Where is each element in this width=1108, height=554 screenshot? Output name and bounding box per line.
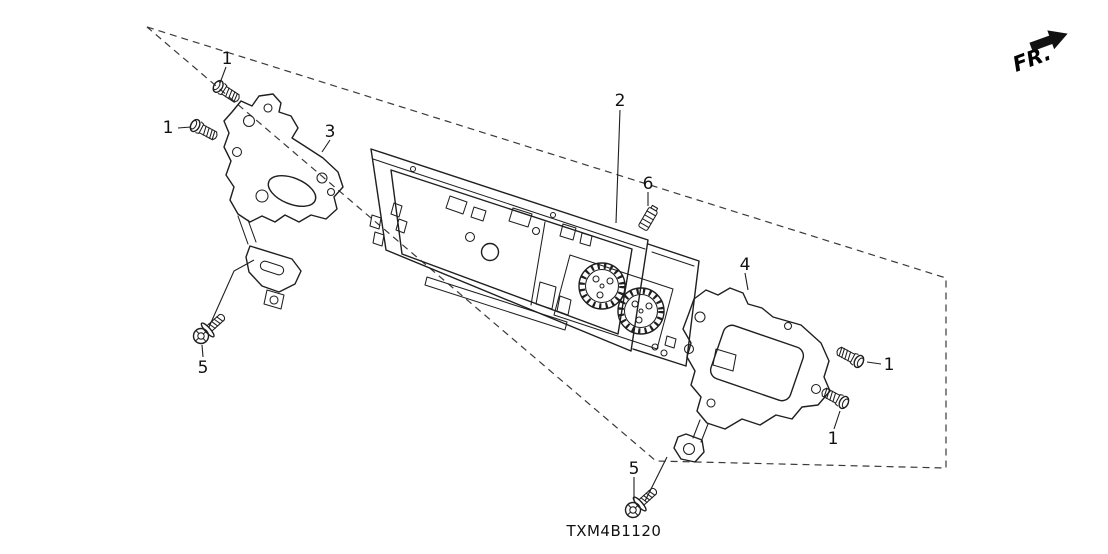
callout-5-a: 5 [198,358,209,378]
rim-hole [549,211,557,219]
leader-lines [177,66,882,502]
face-cutout [445,195,468,215]
bracket-hole [783,321,793,331]
part-1-screw-b [187,117,221,144]
unit-divider-line [530,221,546,306]
leader-line [219,66,227,84]
unit-outer-face [370,148,649,352]
connector-block [535,281,557,310]
bracket-hole [810,383,822,395]
leader-line [833,410,841,430]
face-hole [531,226,541,236]
detail [664,335,677,349]
callout-1-b: 1 [163,118,174,138]
detail [660,349,668,357]
part-5-screw-left [188,308,231,349]
unit-inner-recess [390,169,633,335]
unit-rim-line [372,158,646,250]
detail [651,343,659,351]
bracket-foot [673,433,705,463]
callout-5-b: 5 [629,459,640,479]
callout-6: 6 [643,174,654,194]
bracket-outline [682,287,831,430]
part-1-screw-c [833,343,867,370]
bracket-hole [326,187,336,197]
bracket-opening [267,175,317,207]
face-cutout [470,206,487,222]
leader-line [615,109,621,224]
part-6-grommet [637,203,660,232]
connector-block [579,232,593,247]
bracket-arm [237,215,257,245]
bracket-outline [223,93,344,223]
callout-labels: 1 1 2 3 6 4 5 5 1 1 [163,49,895,479]
face-hole [464,231,476,243]
leader-line [208,259,255,328]
detail [651,251,695,267]
bracket-hole [706,398,716,408]
leader-line [644,456,668,502]
callout-4: 4 [740,255,751,275]
part-5-screw-bottom [620,482,663,523]
opening-tab [712,348,737,372]
bracket-hole [242,114,256,128]
round-connector-2 [617,287,665,335]
flange-hole [372,231,385,247]
leader-line [201,344,204,358]
foot-slot [259,260,285,276]
leader-line [321,139,331,153]
bracket-hole [694,311,706,323]
face-slot [424,276,568,331]
face-cutout [390,202,403,218]
unit-rear-chassis [632,243,700,367]
fr-direction-indicator: FR. [1010,30,1068,77]
callout-2: 2 [615,91,626,111]
leader-line [744,272,749,291]
round-connector-1 [578,262,626,310]
bracket-hole [255,189,269,203]
bracket-arm [692,419,709,443]
foot-hole [682,442,696,456]
foot-tab-hole [269,295,279,305]
dashed-boundary-frame [146,26,947,469]
leader-line [177,126,192,129]
callout-3: 3 [325,122,336,142]
callout-1-d: 1 [828,429,839,449]
bracket-hole [231,146,243,158]
bracket-hole [316,172,328,184]
face-cutout [508,207,533,228]
bracket-hole [263,103,273,113]
connector-block [556,295,572,316]
diagram-code: TXM4B1120 [566,522,662,540]
bracket-opening [709,324,805,402]
bracket-foot [245,245,302,293]
part-3-left-bracket [223,93,344,310]
connector-block [559,223,577,241]
fr-arrow-icon [1029,30,1068,52]
foot-tab [263,289,285,310]
face-hole [480,242,500,262]
callout-1-a: 1 [222,49,233,69]
part-2-head-unit [369,148,700,367]
rim-hole [409,165,417,173]
part-1-screw-a [210,77,243,106]
flange-hole [369,214,382,230]
callout-1-c: 1 [884,355,895,375]
part-4-right-bracket [673,287,831,463]
leader-line [866,361,882,365]
face-cutout [395,218,408,234]
bracket-hole [683,343,695,355]
